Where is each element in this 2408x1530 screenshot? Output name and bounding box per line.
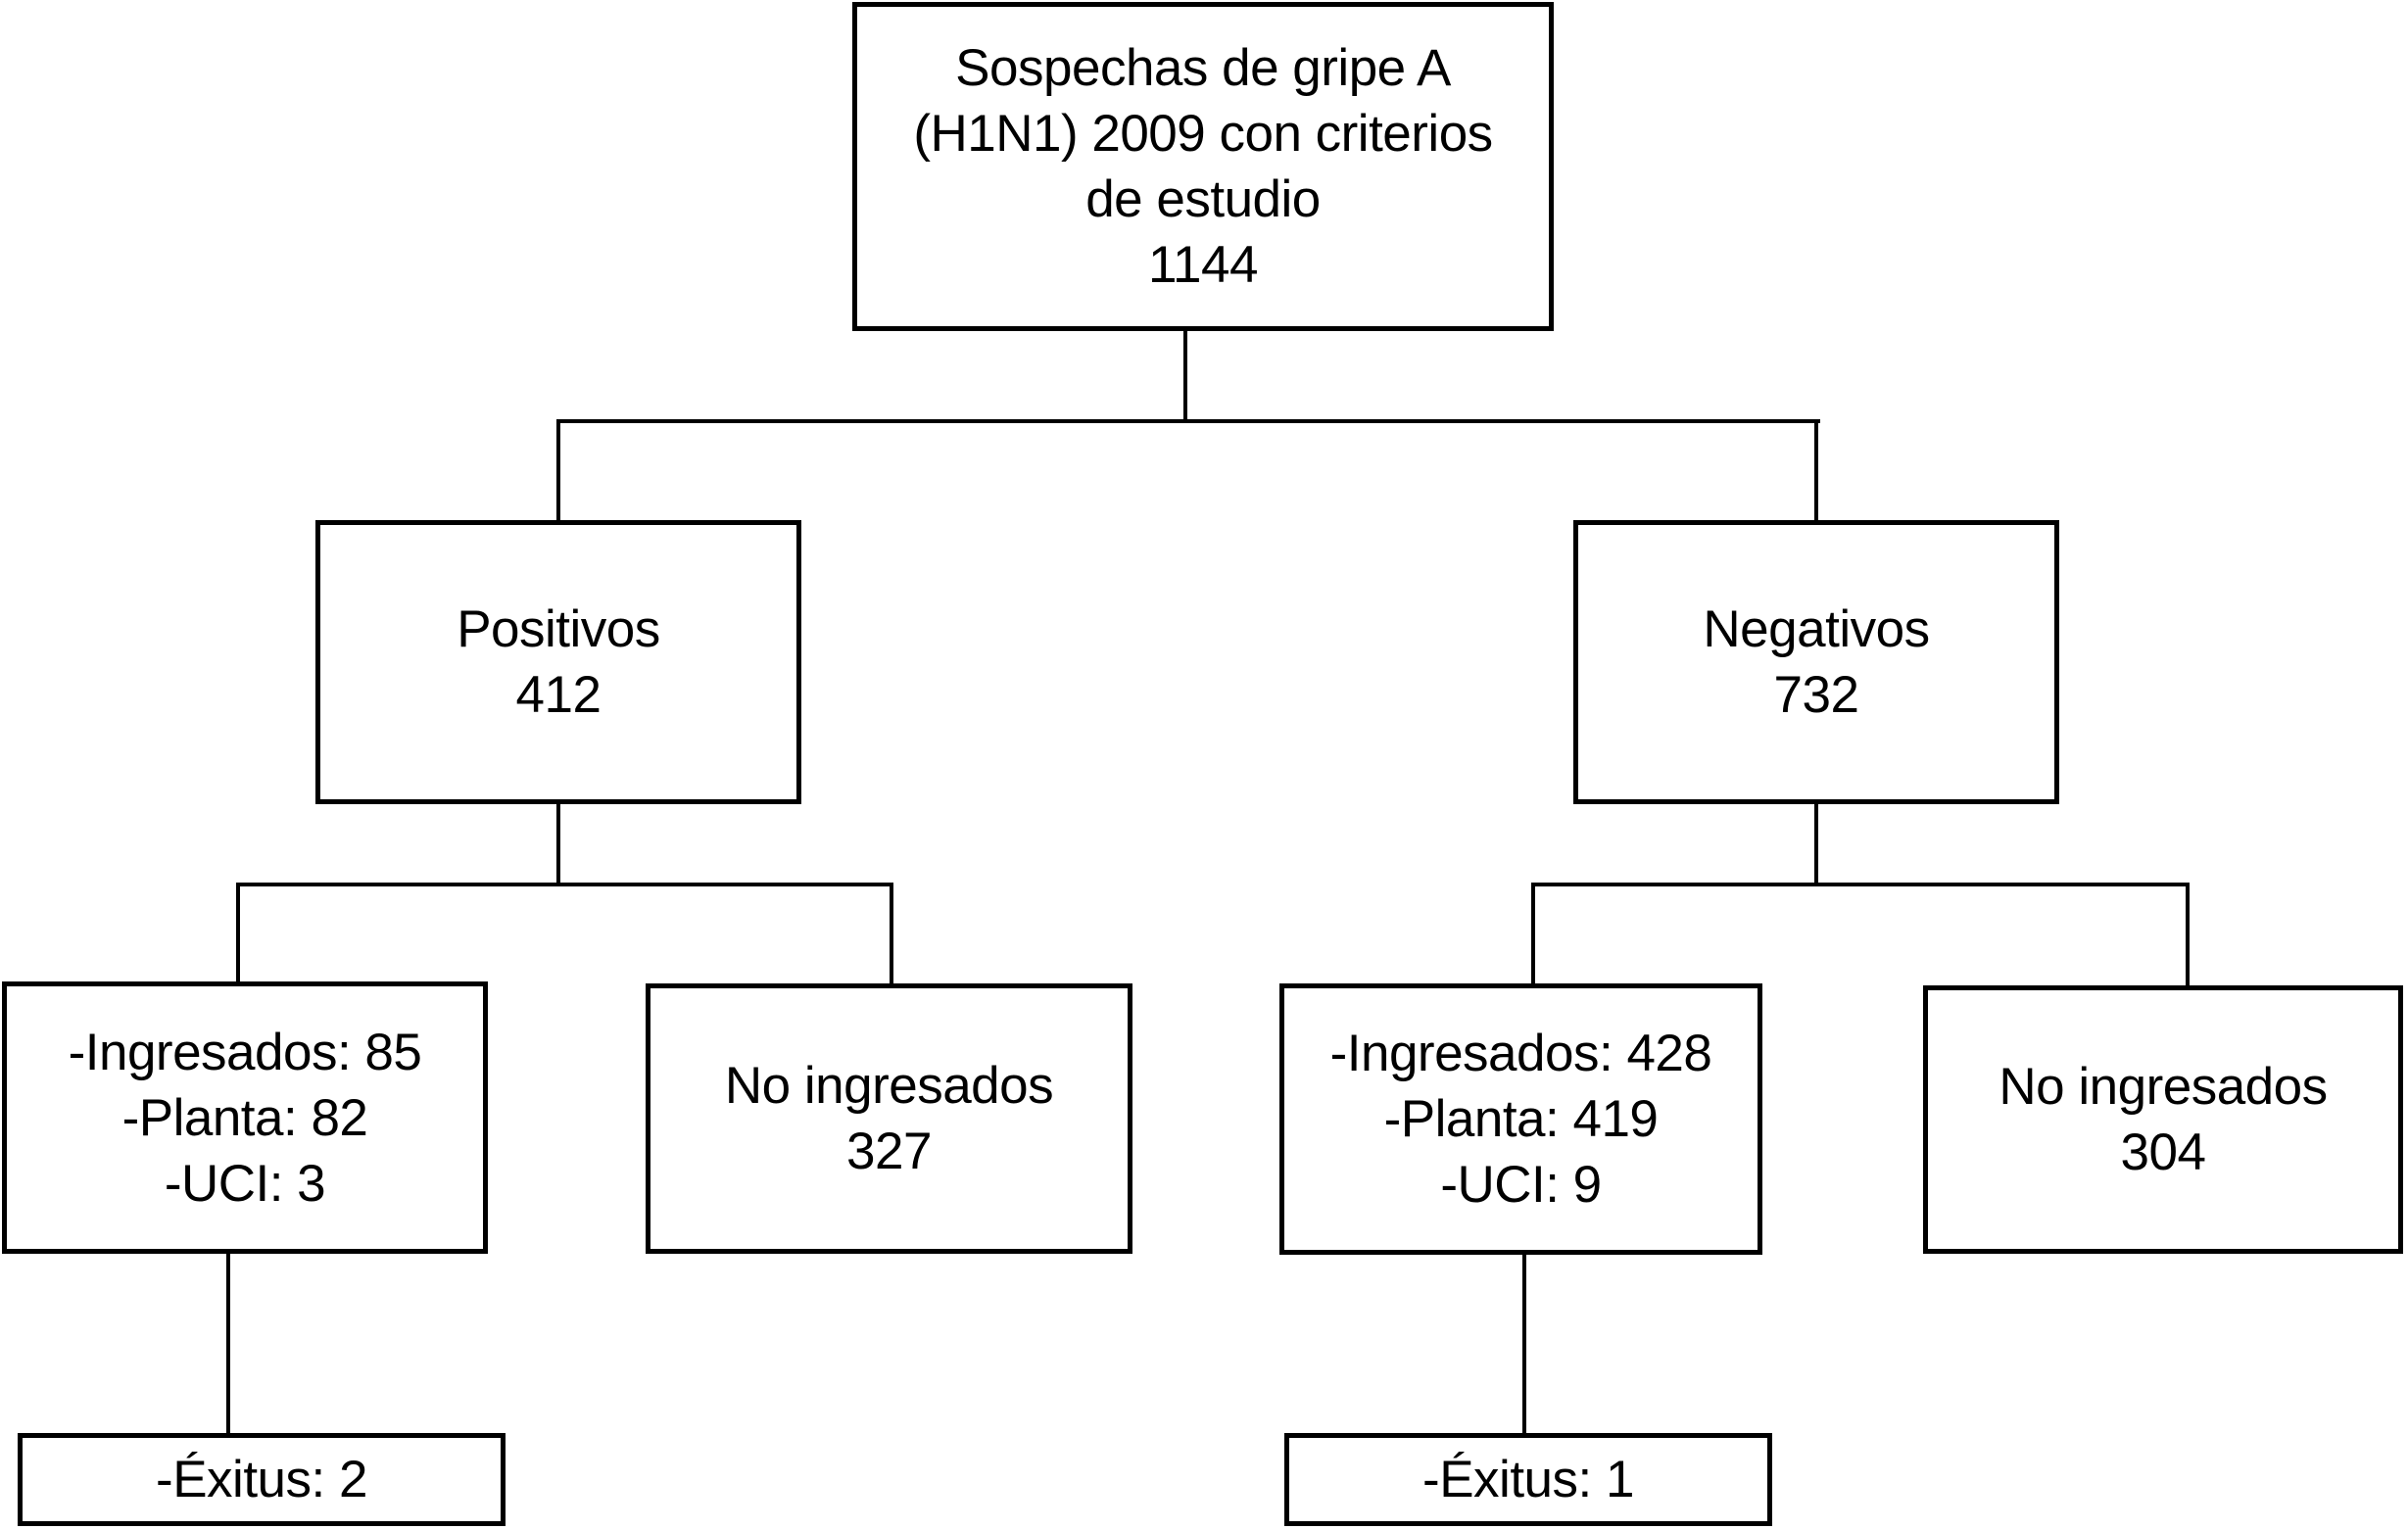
node-negativos-exitus: -Éxitus: 1 xyxy=(1284,1433,1772,1526)
node-negativos-no-ingresados-label: No ingresados xyxy=(1999,1058,2328,1116)
node-root-line-1: Sospechas de gripe A xyxy=(955,39,1451,97)
edge-positivos-no-ingresados-drop xyxy=(890,883,893,983)
edge-positivos-ingresados-drop xyxy=(236,883,240,981)
edge-negativos-drop xyxy=(1814,419,1818,520)
node-positivos-ingresados: -Ingresados: 85 -Planta: 82 -UCI: 3 xyxy=(2,981,488,1254)
node-positivos-no-ingresados-label: No ingresados xyxy=(724,1057,1054,1115)
node-positivos-no-ingresados: No ingresados 327 xyxy=(646,983,1132,1254)
edge-positivos-children-bar xyxy=(236,883,893,886)
node-positivos-ingresados-line-2: -Planta: 82 xyxy=(121,1088,368,1147)
node-negativos-ingresados-line-2: -Planta: 419 xyxy=(1383,1090,1659,1148)
node-positivos-label: Positivos xyxy=(457,600,660,658)
node-negativos-label: Negativos xyxy=(1703,600,1930,658)
edge-positivos-stem xyxy=(556,804,560,886)
node-positivos-exitus-label: -Éxitus: 2 xyxy=(156,1451,367,1508)
edge-negativos-no-ingresados-drop xyxy=(2186,883,2190,985)
node-positivos-no-ingresados-count: 327 xyxy=(846,1123,932,1180)
node-positivos-exitus: -Éxitus: 2 xyxy=(18,1433,506,1526)
node-root-line-3: de estudio xyxy=(1085,170,1321,228)
node-negativos-exitus-label: -Éxitus: 1 xyxy=(1422,1451,1634,1508)
node-negativos-ingresados: -Ingresados: 428 -Planta: 419 -UCI: 9 xyxy=(1279,983,1762,1255)
edge-root-stem xyxy=(1183,331,1187,419)
node-root-count: 1144 xyxy=(1148,236,1258,294)
node-root-line-2: (H1N1) 2009 con criterios xyxy=(913,105,1493,163)
edge-negativos-exitus-drop xyxy=(1522,1255,1526,1433)
node-negativos: Negativos 732 xyxy=(1573,520,2059,804)
node-positivos-ingresados-line-1: -Ingresados: 85 xyxy=(68,1023,422,1081)
edge-level1-bar xyxy=(556,419,1820,423)
node-negativos-no-ingresados-count: 304 xyxy=(2120,1124,2206,1181)
node-negativos-ingresados-line-3: -UCI: 9 xyxy=(1440,1156,1602,1214)
edge-positivos-exitus-drop xyxy=(226,1254,230,1433)
node-positivos: Positivos 412 xyxy=(315,520,801,804)
edge-positivos-drop xyxy=(556,419,560,520)
edge-negativos-children-bar xyxy=(1531,883,2190,886)
edge-negativos-ingresados-drop xyxy=(1531,883,1535,983)
node-negativos-ingresados-line-1: -Ingresados: 428 xyxy=(1329,1025,1712,1082)
node-positivos-ingresados-line-3: -UCI: 3 xyxy=(164,1154,326,1213)
node-positivos-count: 412 xyxy=(515,666,602,724)
node-negativos-no-ingresados: No ingresados 304 xyxy=(1923,985,2403,1254)
node-negativos-count: 732 xyxy=(1773,666,1859,724)
edge-negativos-stem xyxy=(1814,804,1818,886)
node-root-sospechas: Sospechas de gripe A (H1N1) 2009 con cri… xyxy=(852,2,1554,331)
